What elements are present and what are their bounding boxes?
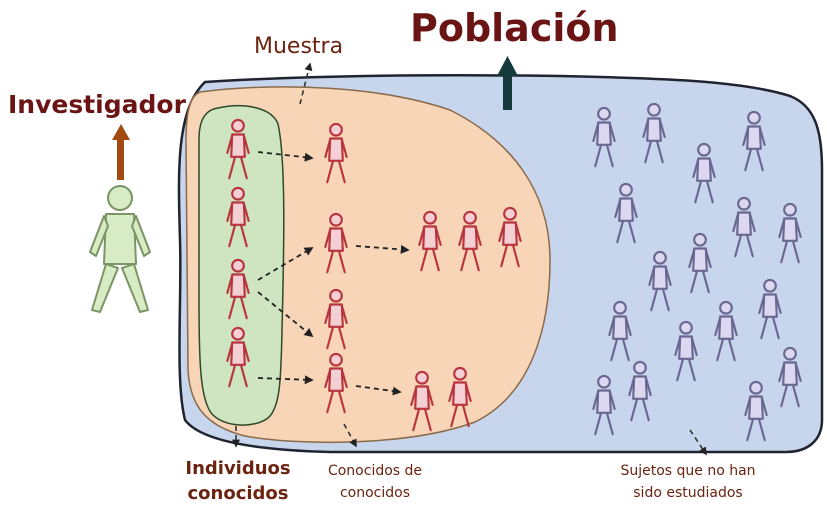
connection-arrows xyxy=(257,151,410,396)
known-individuals-label: Individuos conocidos xyxy=(185,458,291,504)
unstudied-label: Sujetos que no han sido estudiados xyxy=(620,463,756,501)
researcher-arrow xyxy=(112,124,130,180)
sample-label: Muestra xyxy=(254,34,344,59)
researcher-figure xyxy=(89,185,151,313)
population-title: Población xyxy=(410,6,619,50)
acquaintances-label: Conocidos de conocidos xyxy=(327,463,423,501)
population-arrow xyxy=(497,56,518,110)
researcher-label: Investigador xyxy=(8,90,186,119)
label-pointers xyxy=(232,62,707,456)
